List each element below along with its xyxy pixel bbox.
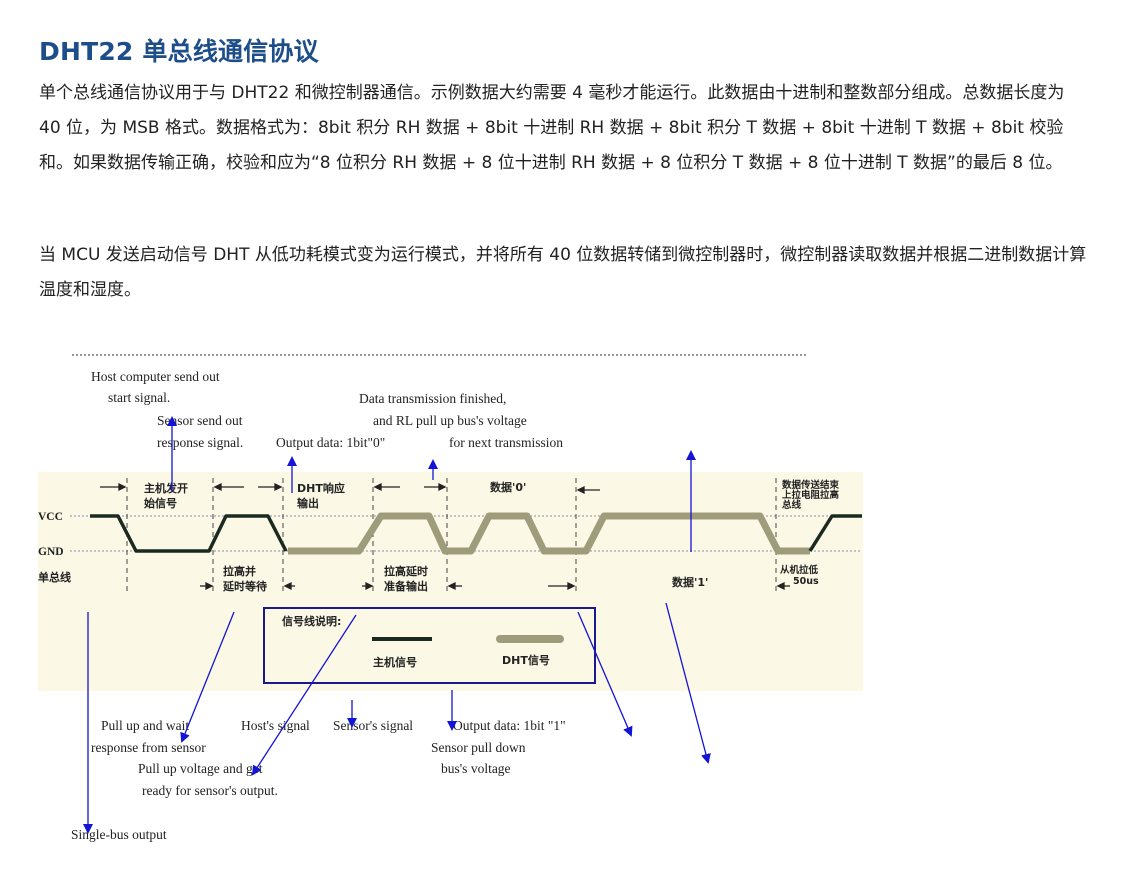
host-signal-tail xyxy=(808,514,862,552)
slave-time-label: 50us xyxy=(793,576,819,587)
host-start-label-b: 始信号 xyxy=(144,496,177,510)
end-label-c: 总线 xyxy=(782,499,802,511)
annotation-output-one: Output data: 1bit "1" xyxy=(453,718,566,733)
legend-dht-label: DHT信号 xyxy=(502,653,550,667)
vcc-label: VCC xyxy=(38,511,63,523)
legend-box xyxy=(263,607,596,684)
annotation-sensor-resp-2: response signal. xyxy=(157,435,243,450)
data-one-label: 数据'1' xyxy=(672,575,708,589)
dht-response-label-a: DHT响应 xyxy=(297,481,345,495)
annotation-host-signal: Host's signal xyxy=(241,718,310,733)
slave-low-label: 从机拉低 xyxy=(780,564,819,576)
dht-signal-waveform xyxy=(288,512,810,555)
annotation-finish-3: for next transmission xyxy=(449,435,563,450)
pull-wait-label-b: 延时等待 xyxy=(222,579,267,593)
gnd-label: GND xyxy=(38,546,64,558)
pull-delay-label-a: 拉高延时 xyxy=(384,564,428,578)
end-label-b: 上拉电阻拉高 xyxy=(782,489,840,501)
annotation-pullup-ready-1: Pull up voltage and get xyxy=(138,761,263,776)
annotation-sensor-signal: Sensor's signal xyxy=(333,718,413,733)
annotation-pullup-wait-1: Pull up and wait xyxy=(101,718,189,733)
interval-arrows xyxy=(100,482,790,591)
annotation-single-bus: Single-bus output xyxy=(71,827,167,842)
annotation-sensor-resp-1: Sensor send out xyxy=(157,413,243,428)
annotation-pullup-wait-2: response from sensor xyxy=(91,740,206,755)
annotation-finish-1: Data transmission finished, xyxy=(359,391,506,406)
host-signal-waveform xyxy=(90,514,288,553)
annotation-sensor-pull-1: Sensor pull down xyxy=(431,740,526,755)
pointer-arrows xyxy=(83,416,711,834)
intro-paragraph: 单个总线通信协议用于与 DHT22 和微控制器通信。示例数据大约需要 4 毫秒才… xyxy=(39,83,1065,173)
annotation-finish-2: and RL pull up bus's voltage xyxy=(373,413,527,428)
annotation-output-zero: Output data: 1bit"0" xyxy=(276,435,385,450)
host-start-label-a: 主机发开 xyxy=(144,481,188,495)
diagram-background xyxy=(38,472,863,691)
article-title: DHT22 单总线通信协议 xyxy=(39,37,319,66)
pull-wait-label-a: 拉高并 xyxy=(223,564,256,578)
legend-host-label: 主机信号 xyxy=(373,655,417,669)
data-zero-label: 数据'0' xyxy=(490,480,526,494)
legend-title: 信号线说明: xyxy=(282,614,341,628)
annotation-pullup-ready-2: ready for sensor's output. xyxy=(142,783,278,798)
pull-delay-label-b: 准备输出 xyxy=(384,579,428,593)
bus-label: 单总线 xyxy=(38,570,71,584)
annotation-host-start-1: Host computer send out xyxy=(91,369,220,384)
dht-response-label-b: 输出 xyxy=(297,496,319,510)
annotation-host-start-2: start signal. xyxy=(108,390,170,405)
mcu-paragraph: 当 MCU 发送启动信号 DHT 从低功耗模式变为运行模式，并将所有 40 位数… xyxy=(39,245,1087,300)
annotation-sensor-pull-2: bus's voltage xyxy=(441,761,511,776)
end-label-a: 数据传送结束 xyxy=(781,479,840,491)
